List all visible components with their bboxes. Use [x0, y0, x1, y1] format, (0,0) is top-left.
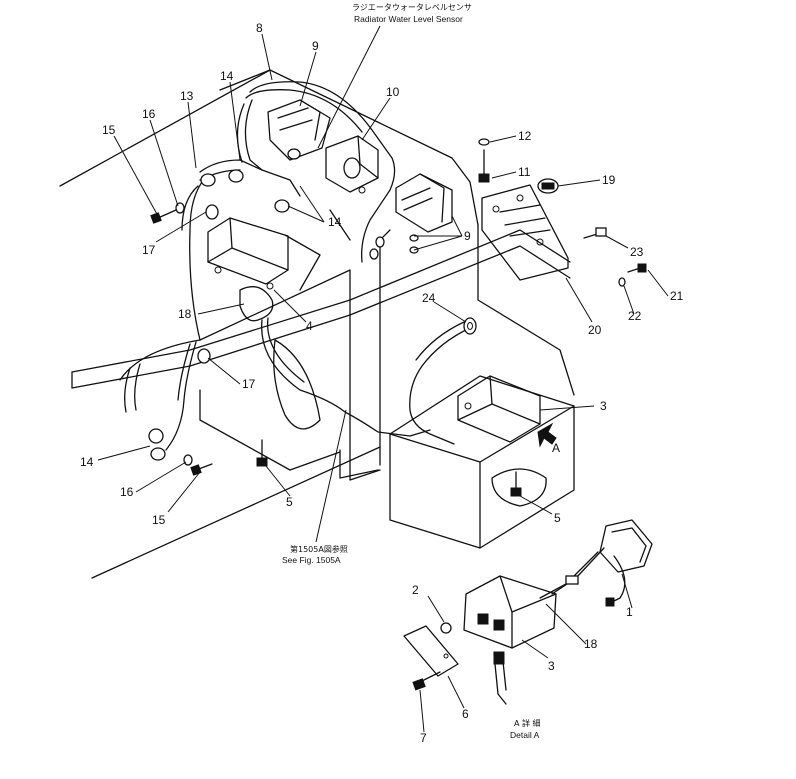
callout-23: 23	[630, 245, 644, 259]
callout-5-right: 5	[554, 511, 561, 525]
callout-22: 22	[628, 309, 642, 323]
view-arrow-label: A	[552, 441, 560, 455]
callout-numbers: 1 2 3 3 4 5 5 6 7 8 9 9 10 11 12 13 14 1…	[80, 21, 684, 745]
wire-harness-top	[181, 81, 396, 341]
see-fig-note-en: See Fig. 1505A	[282, 555, 341, 565]
sensor-note-jp: ラジエータウォータレベルセンサ	[352, 3, 472, 12]
bracket-plate	[481, 184, 569, 281]
detail-a-label-en: Detail A	[510, 730, 540, 740]
see-fig-note-jp: 第1505A図参照	[290, 544, 348, 554]
callout-9-top: 9	[312, 39, 319, 53]
callout-4: 4	[306, 319, 313, 333]
grommet	[463, 317, 477, 335]
wire-harness-main	[165, 286, 471, 451]
callout-14-middle: 14	[328, 215, 342, 229]
sensor-note-en: Radiator Water Level Sensor	[354, 14, 463, 24]
callout-7: 7	[420, 731, 427, 745]
switch-part	[537, 178, 559, 194]
callout-18-top: 18	[178, 307, 192, 321]
indicator-lamp-left	[267, 99, 331, 161]
callout-14-bottom: 14	[80, 455, 94, 469]
callout-15-top: 15	[102, 123, 116, 137]
callout-11: 11	[518, 165, 531, 179]
callout-16-top: 16	[142, 107, 156, 121]
controller-unit	[457, 375, 541, 443]
callout-3-battery: 3	[600, 399, 607, 413]
relay-box	[207, 217, 289, 290]
callout-3-detail: 3	[548, 659, 555, 673]
callout-12: 12	[518, 129, 532, 143]
clamps	[148, 148, 301, 461]
callout-5-left: 5	[286, 495, 293, 509]
detail-a-label-jp: A 詳 細	[514, 718, 541, 728]
callout-19: 19	[602, 173, 616, 187]
callout-24: 24	[422, 291, 436, 305]
callout-13: 13	[180, 89, 194, 103]
water-level-sensor	[325, 135, 379, 194]
indicator-lamp-right	[395, 173, 453, 233]
fasteners	[150, 138, 647, 497]
view-arrow: A	[537, 422, 560, 455]
callout-8: 8	[256, 21, 263, 35]
callout-1: 1	[626, 605, 633, 619]
battery-box	[389, 375, 575, 549]
frame-outline	[59, 69, 575, 579]
callout-9-right: 9	[464, 229, 471, 243]
callout-14-top: 14	[220, 69, 234, 83]
callout-17-top: 17	[142, 243, 156, 257]
callout-10: 10	[386, 85, 400, 99]
detail-a-assembly	[403, 519, 653, 705]
callout-21: 21	[670, 289, 684, 303]
callout-20: 20	[588, 323, 602, 337]
callout-17-bottom: 17	[242, 377, 256, 391]
callout-2: 2	[412, 583, 419, 597]
callout-16-bottom: 16	[120, 485, 134, 499]
callout-15-bottom: 15	[152, 513, 166, 527]
callout-6: 6	[462, 707, 469, 721]
callout-18-detail: 18	[584, 637, 598, 651]
annotation-notes: ラジエータウォータレベルセンサ Radiator Water Level Sen…	[282, 3, 541, 740]
leader-lines	[97, 25, 669, 733]
